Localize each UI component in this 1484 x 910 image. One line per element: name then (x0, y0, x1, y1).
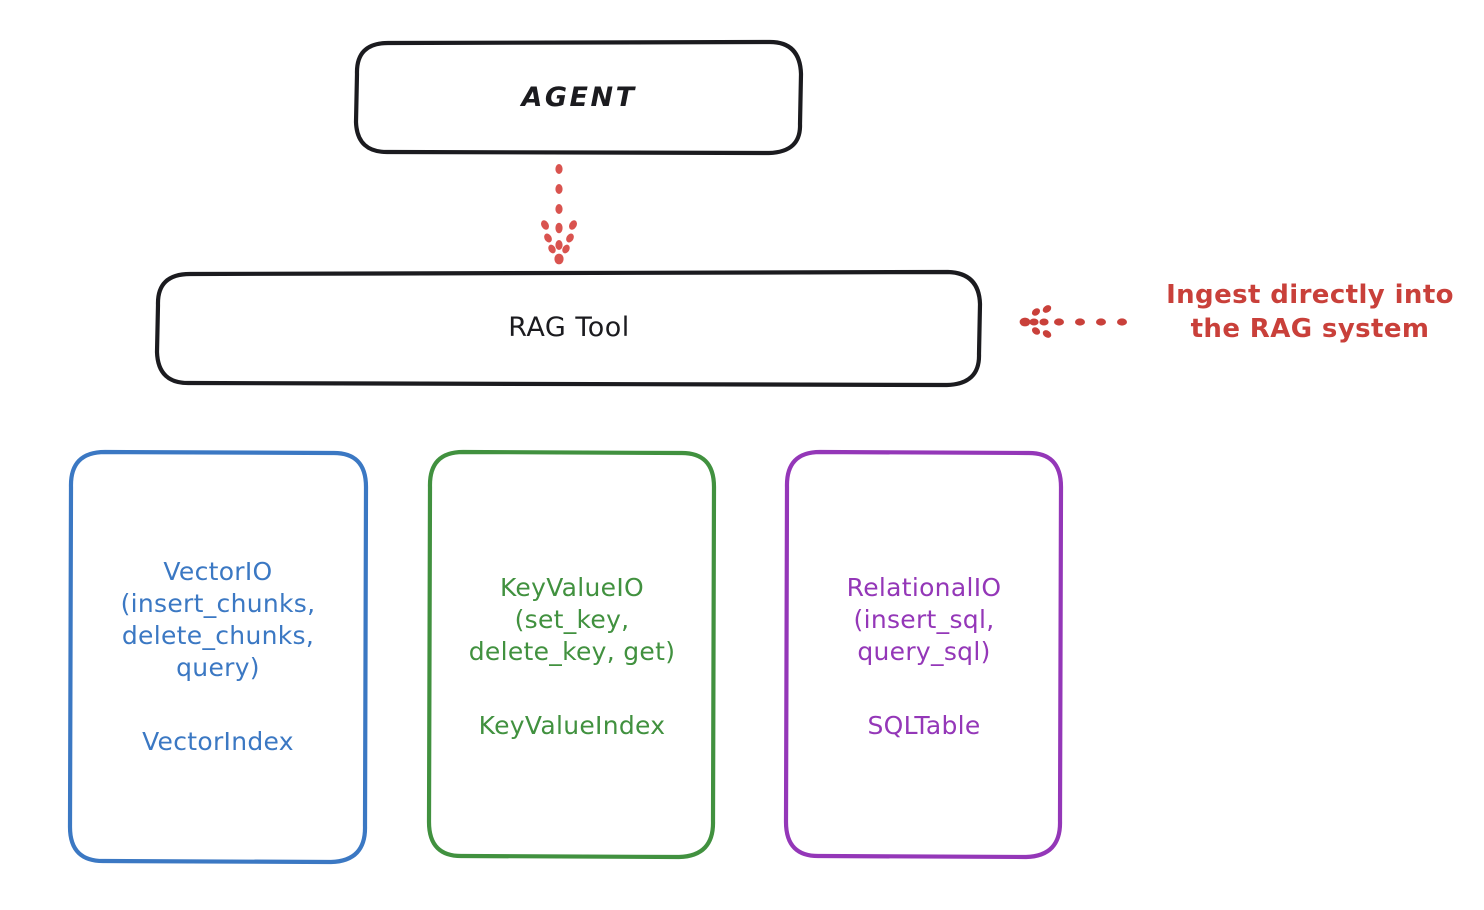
agent-to-rag-tool-connector (541, 164, 577, 265)
relational-io-box-outline[interactable] (783, 449, 1064, 860)
ingest-annotation-text: Ingest directly into the RAG system (1166, 280, 1454, 345)
relational-io-node[interactable]: RelationalIO (insert_sql, query_sql) SQL… (786, 451, 1062, 863)
agent-node[interactable]: AGENT (356, 42, 802, 154)
rag-tool-box-outline[interactable] (154, 269, 983, 388)
rag-tool-node[interactable]: RAG Tool (157, 272, 981, 385)
vector-io-api-label: VectorIO (insert_chunks, delete_chunks, … (120, 557, 316, 682)
key-value-io-api-label: KeyValueIO (set_key, delete_key, get) (468, 573, 676, 666)
vector-io-box-outline[interactable] (67, 449, 369, 865)
agent-box-outline[interactable] (353, 39, 804, 156)
annotation-to-rag-tool-connector (1019, 305, 1127, 338)
vector-io-node[interactable]: VectorIO (insert_chunks, delete_chunks, … (69, 451, 367, 863)
key-value-io-box-outline[interactable] (426, 449, 717, 860)
sql-table-label: SQLTable (867, 711, 981, 740)
key-value-index-label: KeyValueIndex (478, 711, 666, 740)
key-value-io-node[interactable]: KeyValueIO (set_key, delete_key, get) Ke… (429, 451, 715, 863)
rag-tool-label: RAG Tool (508, 312, 630, 344)
vector-index-label: VectorIndex (142, 727, 294, 756)
agent-label: AGENT (521, 81, 637, 113)
relational-io-api-label: RelationalIO (insert_sql, query_sql) (846, 573, 1002, 666)
